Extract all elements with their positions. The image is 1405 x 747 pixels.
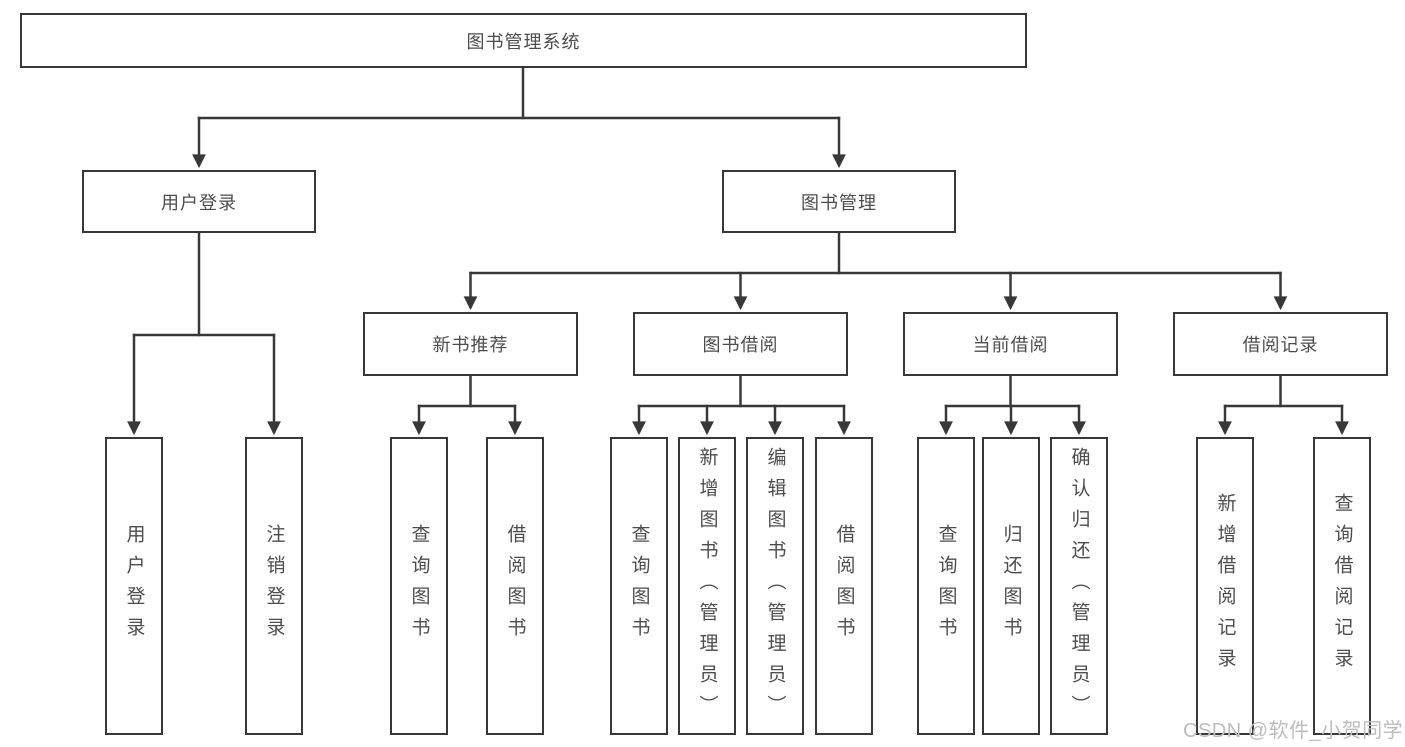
leaf-confirm-return-admin: 确认归还（管理员） xyxy=(1050,437,1108,735)
leaf-return-books: 归还图书 xyxy=(982,437,1040,735)
leaf-add-books-admin-label: 新增图书（管理员） xyxy=(696,446,718,726)
connector-borrow-records-children xyxy=(1218,376,1349,436)
leaf-query-books-borrowing: 查询图书 xyxy=(610,437,668,735)
leaf-edit-books-admin: 编辑图书（管理员） xyxy=(746,437,804,735)
leaf-borrow-books-label: 借阅图书 xyxy=(833,524,855,648)
node-borrow-records: 借阅记录 xyxy=(1173,312,1388,376)
leaf-borrow-books-recommend: 借阅图书 xyxy=(486,437,544,735)
leaf-query-books-recommend: 查询图书 xyxy=(390,437,448,735)
node-user-login: 用户登录 xyxy=(82,170,316,233)
node-new-book-recommend: 新书推荐 xyxy=(363,312,578,376)
connector-root-to-level2 xyxy=(192,68,846,169)
node-current-borrowing: 当前借阅 xyxy=(903,312,1118,376)
leaf-logout: 注销登录 xyxy=(245,437,303,735)
leaf-query-books-borrowing-label: 查询图书 xyxy=(628,524,650,648)
node-library-system: 图书管理系统 xyxy=(20,13,1027,68)
leaf-confirm-return-admin-label: 确认归还（管理员） xyxy=(1068,446,1090,726)
connector-book-management-children xyxy=(463,233,1288,311)
leaf-user-login: 用户登录 xyxy=(105,437,163,735)
leaf-user-login-label: 用户登录 xyxy=(123,524,145,648)
csdn-watermark: CSDN @软件_小贺同学 xyxy=(1183,720,1404,742)
leaf-query-borrow-record: 查询借阅记录 xyxy=(1313,437,1371,735)
leaf-query-books-current-label: 查询图书 xyxy=(935,524,957,648)
leaf-add-borrow-record-label: 新增借阅记录 xyxy=(1214,493,1236,679)
connector-book-borrowing-children xyxy=(632,376,851,436)
connector-current-borrowing-children xyxy=(939,376,1086,436)
connector-user-login-children xyxy=(127,233,281,436)
leaf-query-books-recommend-label: 查询图书 xyxy=(408,524,430,648)
node-book-borrowing: 图书借阅 xyxy=(633,312,848,376)
leaf-add-books-admin: 新增图书（管理员） xyxy=(678,437,736,735)
node-book-management: 图书管理 xyxy=(722,170,956,233)
leaf-edit-books-admin-label: 编辑图书（管理员） xyxy=(764,446,786,726)
leaf-add-borrow-record: 新增借阅记录 xyxy=(1196,437,1254,735)
leaf-logout-label: 注销登录 xyxy=(263,524,285,648)
connector-new-book-children xyxy=(412,376,522,436)
leaf-return-books-label: 归还图书 xyxy=(1000,524,1022,648)
leaf-borrow-books: 借阅图书 xyxy=(815,437,873,735)
leaf-borrow-books-recommend-label: 借阅图书 xyxy=(504,524,526,648)
leaf-query-borrow-record-label: 查询借阅记录 xyxy=(1331,493,1353,679)
leaf-query-books-current: 查询图书 xyxy=(917,437,975,735)
